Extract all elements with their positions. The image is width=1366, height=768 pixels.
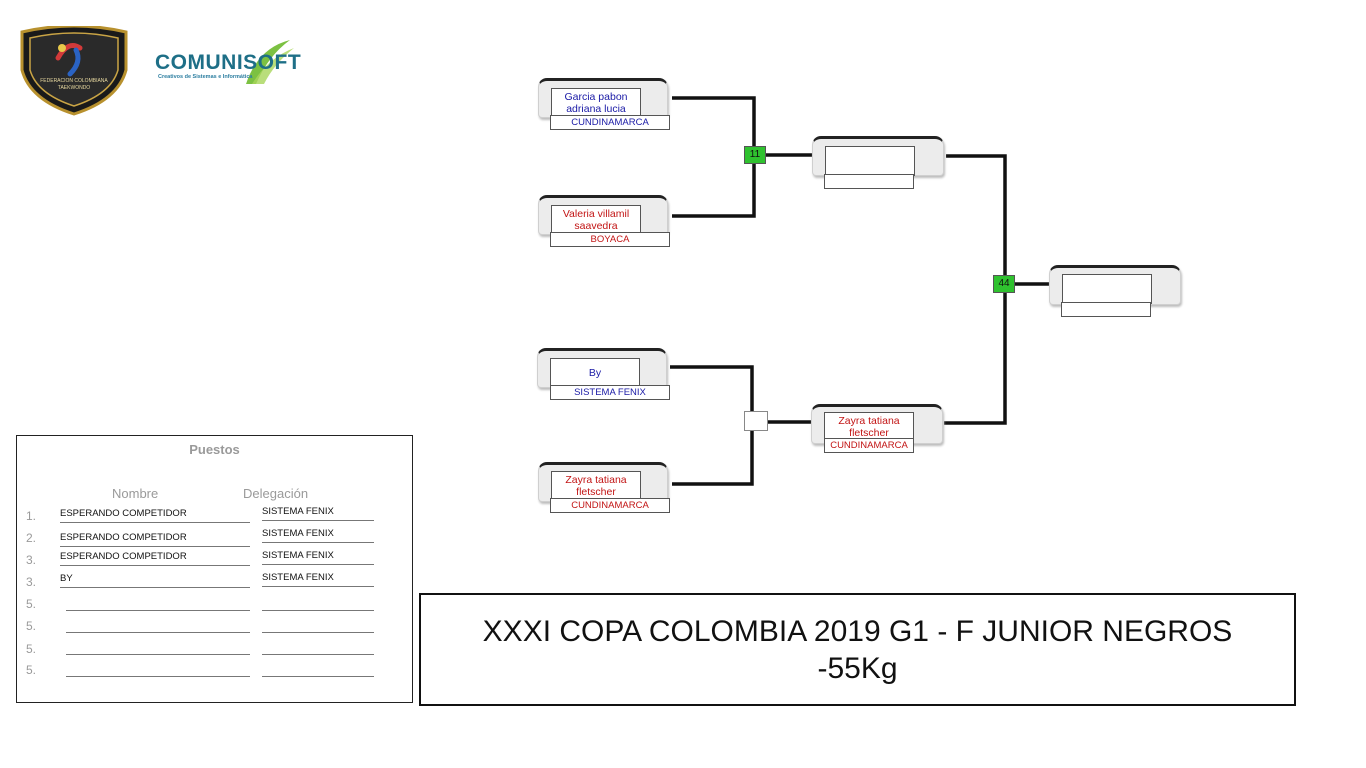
place-delegation: SISTEMA FENIX: [262, 550, 374, 565]
place-delegation: [262, 618, 374, 633]
competitor-name: Zayra tatiana fletscher: [824, 412, 914, 442]
place-number: 5.: [26, 597, 37, 611]
event-title-box: XXXI COPA COLOMBIA 2019 G1 - F JUNIOR NE…: [419, 593, 1296, 706]
competitor-delegation: CUNDINAMARCA: [824, 438, 914, 453]
place-name: ESPERANDO COMPETIDOR: [60, 551, 250, 566]
place-name: ESPERANDO COMPETIDOR: [60, 532, 250, 547]
place-number: 3.: [26, 553, 37, 567]
place-name: ESPERANDO COMPETIDOR: [60, 508, 250, 523]
bracket-slot-r1-4[interactable]: Zayra tatiana fletscher: [538, 462, 668, 502]
place-delegation: SISTEMA FENIX: [262, 572, 374, 587]
bracket-slot-r1-3[interactable]: By: [537, 348, 667, 388]
competitor-delegation: CUNDINAMARCA: [550, 115, 670, 130]
competitor-delegation: [824, 174, 914, 189]
competitor-delegation: CUNDINAMARCA: [550, 498, 670, 513]
place-number: 5.: [26, 642, 37, 656]
column-header-name: Nombre: [112, 486, 159, 501]
event-title: XXXI COPA COLOMBIA 2019 G1 - F JUNIOR NE…: [482, 614, 1233, 685]
competitor-delegation: BOYACA: [550, 232, 670, 247]
place-number: 1.: [26, 509, 37, 523]
comunisoft-tagline: Creativos de Sistemas e Informática: [158, 74, 253, 80]
match-number-top[interactable]: 11: [744, 146, 766, 164]
comunisoft-name: COMUNISOFT: [155, 51, 302, 74]
bracket-slot-final[interactable]: [1049, 265, 1181, 305]
svg-text:TAEKWONDO: TAEKWONDO: [58, 85, 91, 91]
column-header-delegation: Delegación: [243, 486, 309, 501]
place-delegation: [262, 596, 374, 611]
competitor-name: [1062, 274, 1152, 304]
competitor-delegation: SISTEMA FENIX: [550, 385, 670, 400]
comunisoft-swoosh-icon: [246, 40, 294, 84]
place-number: 5.: [26, 619, 37, 633]
competitor-name: Zayra tatiana fletscher: [551, 471, 641, 501]
bracket-slot-r1-1[interactable]: Garcia pabon adriana lucia: [538, 78, 668, 118]
place-name: [66, 640, 250, 655]
bracket-slot-semi-2[interactable]: Zayra tatiana fletscher: [811, 404, 943, 444]
place-name: [66, 618, 250, 633]
place-name: [66, 596, 250, 611]
competitor-delegation: [1061, 302, 1151, 317]
bracket-slot-r1-2[interactable]: Valeria villamil saavedra: [538, 195, 668, 235]
puestos-panel: Puestos Nombre Delegación 1. ESPERANDO C…: [16, 435, 413, 703]
place-delegation: SISTEMA FENIX: [262, 506, 374, 521]
place-number: 5.: [26, 663, 37, 677]
federation-logo: FEDERACION COLOMBIANA TAEKWONDO: [20, 26, 128, 116]
place-name: [66, 662, 250, 677]
place-delegation: SISTEMA FENIX: [262, 528, 374, 543]
competitor-name: Valeria villamil saavedra: [551, 205, 641, 235]
match-number-final[interactable]: 44: [993, 275, 1015, 293]
bracket-slot-semi-1[interactable]: [812, 136, 944, 176]
place-name: BY: [60, 573, 250, 588]
federation-logo-text: FEDERACION COLOMBIANA: [40, 78, 108, 84]
competitor-name: Garcia pabon adriana lucia: [551, 88, 641, 118]
place-number: 2.: [26, 531, 37, 545]
place-delegation: [262, 662, 374, 677]
place-delegation: [262, 640, 374, 655]
competitor-name: By: [550, 358, 640, 388]
puestos-title: Puestos: [189, 442, 240, 457]
place-number: 3.: [26, 575, 37, 589]
comunisoft-logo: COMUNISOFT Creativos de Sistemas e Infor…: [150, 38, 330, 88]
competitor-name: [825, 146, 915, 176]
match-number-bottom[interactable]: [744, 411, 768, 431]
